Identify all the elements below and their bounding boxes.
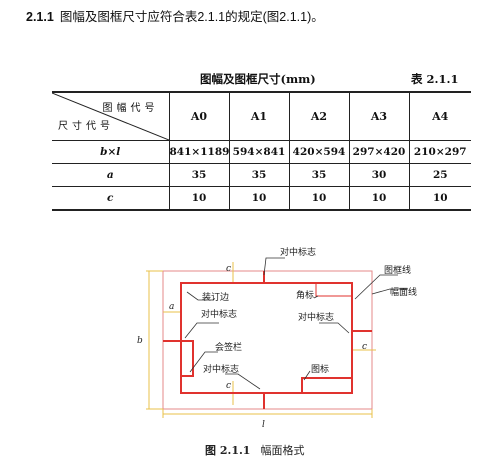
title-block: [301, 377, 352, 393]
table-corner-cell: 图幅代号 尺寸代号: [52, 92, 169, 141]
label-sheet-line: 幅面线: [390, 286, 417, 298]
label-binding-edge: 装订边: [202, 291, 229, 303]
row-label: a: [52, 163, 169, 187]
leader-lines: [184, 257, 408, 390]
label-center-mark-left: 对中标志: [201, 308, 237, 320]
section-number: 2.1.1: [26, 10, 54, 24]
table-cell: 30: [348, 163, 409, 187]
column-header-a0: A0: [168, 92, 229, 141]
table-cell: 35: [228, 163, 289, 187]
corner-bottom-label: 尺寸代号: [58, 121, 114, 132]
table-cell: 25: [408, 163, 471, 187]
row-label: b×l: [52, 140, 169, 164]
dim-c-bottom: c: [226, 381, 231, 391]
center-marks: [163, 271, 372, 409]
dim-b: b: [137, 336, 143, 346]
table-cell: 420×594: [288, 140, 349, 164]
sheet-outline: [162, 270, 373, 410]
label-center-mark-right: 对中标志: [298, 311, 334, 323]
figure-caption: 图 2.1.1 幅面格式: [205, 442, 304, 458]
table-caption: 图幅及图框尺寸(mm): [200, 72, 316, 86]
frame-line: [180, 282, 353, 394]
corner-diagonal: [52, 93, 169, 140]
row-label: c: [107, 192, 114, 204]
table-cell: 35: [168, 163, 229, 187]
table-cell: 35: [288, 163, 349, 187]
figure-title: 幅面格式: [260, 444, 305, 457]
label-center-mark-top: 对中标志: [280, 246, 316, 258]
column-header-a1: A1: [228, 92, 289, 141]
signature-block: [180, 340, 194, 377]
table-cell: 841×1189: [168, 140, 229, 164]
label-corner-mark: 角标: [296, 289, 314, 301]
label-title-block: 图标: [311, 363, 329, 375]
column-header-a2: A2: [288, 92, 349, 141]
column-header-a4: A4: [408, 92, 471, 141]
table-cell: 10: [408, 186, 471, 210]
table-number: 表 2.1.1: [411, 72, 459, 86]
label-center-mark-bottom: 对中标志: [203, 363, 239, 375]
table-row: b×l 841×1189 594×841 420×594 297×420 210…: [52, 140, 471, 164]
table-cell: 10: [228, 186, 289, 210]
table-cell: 297×420: [348, 140, 409, 164]
column-header-a3: A3: [348, 92, 409, 141]
table-cell: 10: [288, 186, 349, 210]
size-table: 图幅代号 尺寸代号 A0 A1 A2 A3 A4 b×l 841×1189 59…: [52, 91, 471, 211]
figure-number: 图 2.1.1: [205, 444, 251, 457]
dim-c-right: c: [362, 342, 367, 352]
dim-c-top: c: [226, 264, 231, 274]
table-row: a 35 35 35 30 25: [52, 163, 471, 187]
dim-l: l: [262, 420, 265, 430]
table-cell: 10: [168, 186, 229, 210]
table-row: c 10 10 10 10 10: [52, 186, 471, 210]
corner-top-label: 图幅代号: [102, 103, 159, 114]
label-frame-line: 图框线: [384, 264, 411, 276]
table-cell: 210×297: [408, 140, 471, 164]
table-cell: 594×841: [228, 140, 289, 164]
section-text: 图幅及图框尺寸应符合表2.1.1的规定(图2.1.1)。: [59, 10, 324, 24]
section-heading: 2.1.1 图幅及图框尺寸应符合表2.1.1的规定(图2.1.1)。: [26, 6, 324, 25]
table-header-row: 图幅代号 尺寸代号 A0 A1 A2 A3 A4: [52, 92, 471, 141]
label-signature-block: 会签栏: [215, 341, 242, 353]
table-cell: 10: [348, 186, 409, 210]
dim-a: a: [169, 302, 174, 312]
corner-mark: [315, 283, 352, 297]
